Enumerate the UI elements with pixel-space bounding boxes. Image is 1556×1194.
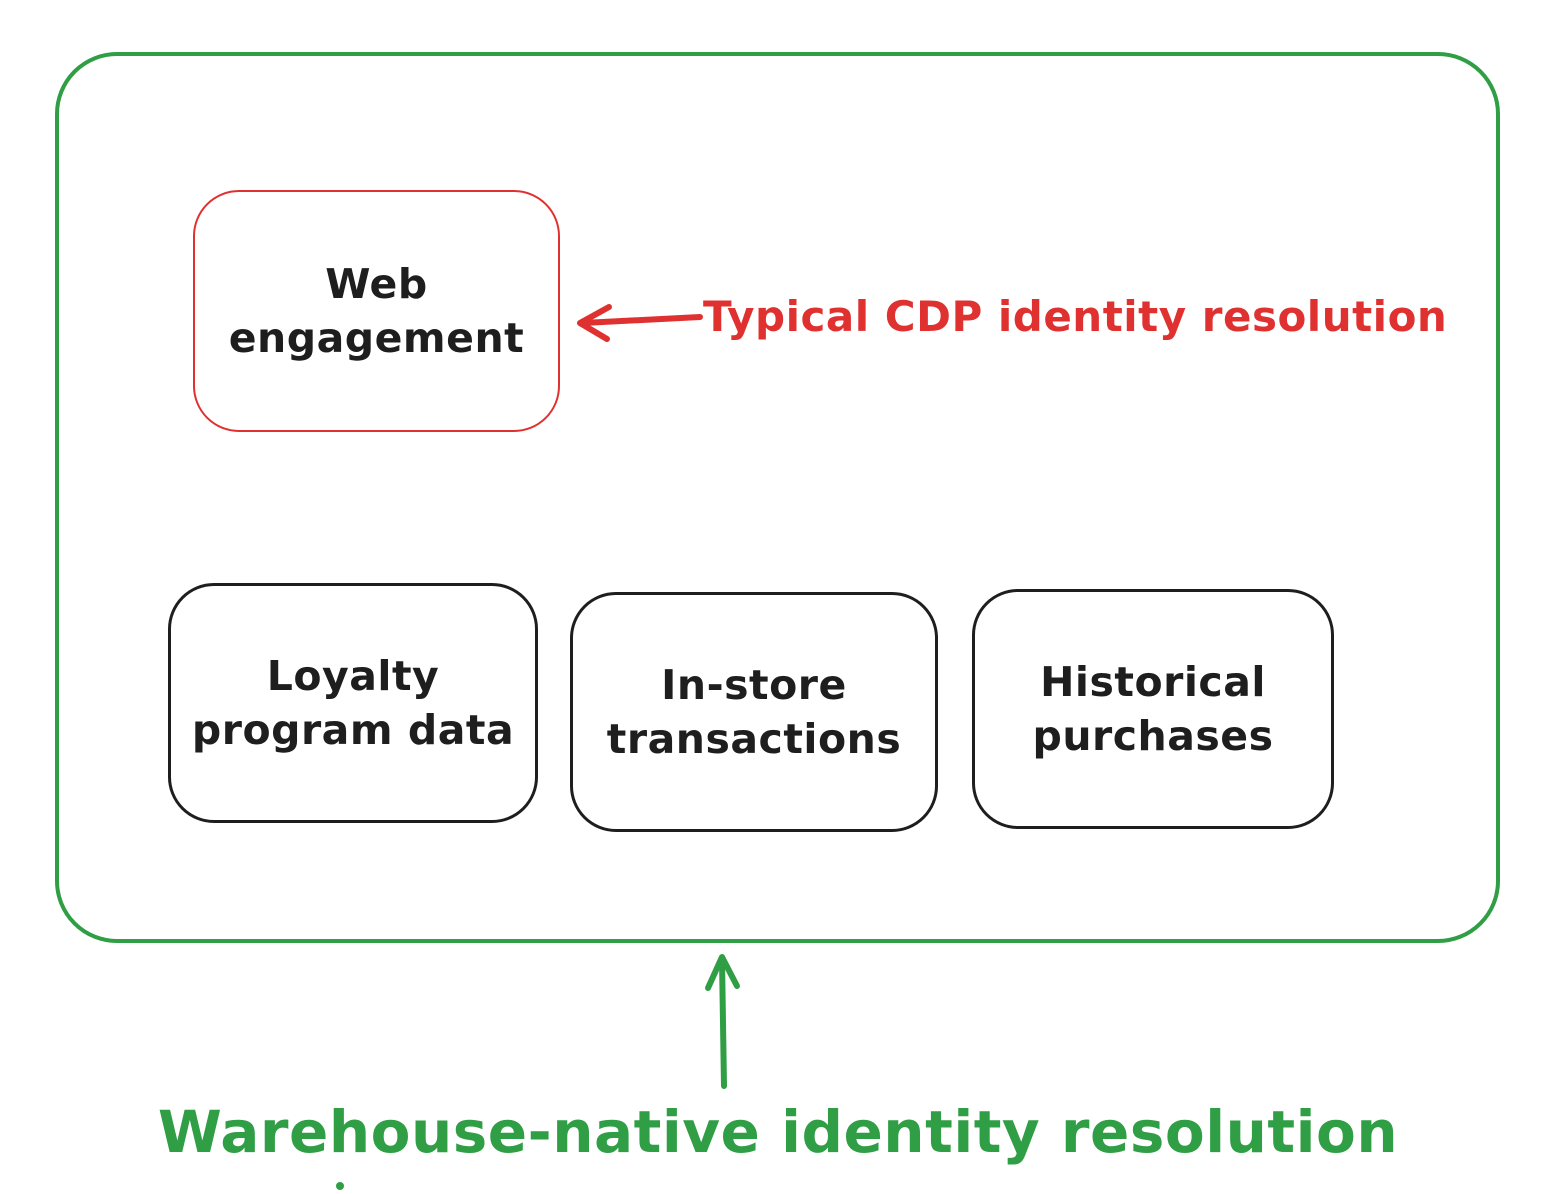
node-web-engagement-line2: engagement [228, 314, 525, 362]
node-web-engagement: Web engagement [193, 190, 560, 432]
node-in-store-transactions: In-store transactions [570, 592, 938, 832]
node-historical-purchases: Historical purchases [972, 589, 1334, 829]
node-instore-label: In-store transactions [607, 658, 901, 766]
node-web-engagement-label: Web engagement [229, 257, 524, 365]
red-left-arrow-icon [577, 304, 703, 342]
node-instore-line2: transactions [606, 715, 902, 763]
green-up-arrow-icon [705, 954, 740, 1089]
node-loyalty-line2: program data [191, 706, 515, 754]
node-historic-label: Historical purchases [1032, 655, 1273, 763]
node-loyalty-line1: Loyalty [266, 651, 440, 700]
node-historic-line2: purchases [1032, 712, 1274, 760]
node-loyalty-label: Loyalty program data [192, 649, 514, 757]
node-loyalty-program-data: Loyalty program data [168, 583, 538, 823]
node-instore-line1: In-store [661, 660, 847, 709]
stray-pen-dot [336, 1182, 344, 1190]
cdp-annotation-text: Typical CDP identity resolution [703, 292, 1448, 341]
node-historic-line1: Historical [1040, 657, 1266, 706]
node-web-engagement-line1: Web [325, 259, 428, 308]
warehouse-scope-frame [55, 52, 1500, 943]
warehouse-annotation-text: Warehouse-native identity resolution [157, 1098, 1399, 1166]
